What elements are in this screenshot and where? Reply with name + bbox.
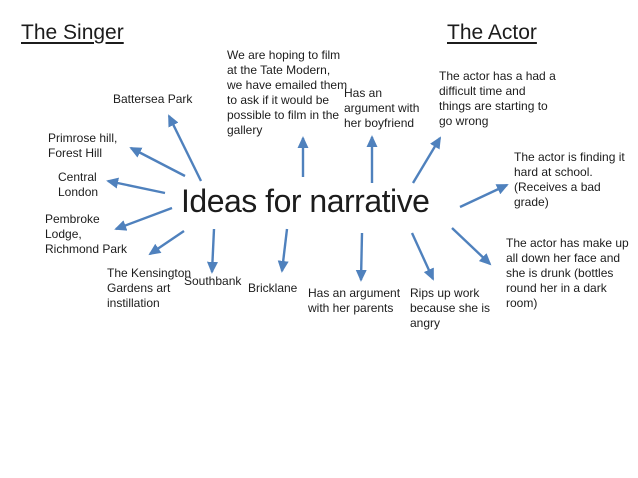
node-hard-at-school: The actor is finding it hard at school. … bbox=[514, 150, 625, 209]
node-difficult-time: The actor has a had a difficult time and… bbox=[439, 69, 556, 128]
arrow-kensington-gardens bbox=[148, 230, 185, 256]
arrow-central-london bbox=[106, 177, 166, 195]
heading-the-actor: The Actor bbox=[447, 21, 537, 44]
node-bricklane: Bricklane bbox=[248, 281, 298, 295]
arrow-makeup-drunk bbox=[451, 227, 492, 266]
arrow-battersea-park bbox=[167, 114, 203, 182]
node-kensington-gardens: The Kensington Gardens art instillation bbox=[107, 266, 192, 310]
node-southbank: Southbank bbox=[184, 274, 242, 288]
arrow-argument-parents bbox=[355, 232, 367, 282]
arrow-difficult-time bbox=[411, 136, 442, 184]
node-argument-parents: Has an argument with her parents bbox=[308, 286, 401, 315]
arrow-hard-at-school bbox=[459, 183, 509, 209]
node-pembroke-lodge: Pembroke Lodge, Richmond Park bbox=[45, 212, 128, 256]
node-primrose-hill: Primrose hill, Forest Hill bbox=[48, 131, 118, 160]
arrow-rips-up-work bbox=[410, 232, 435, 281]
heading-the-singer: The Singer bbox=[21, 21, 124, 44]
node-tate-modern: We are hoping to film at the Tate Modern… bbox=[227, 48, 348, 137]
arrow-bricklane bbox=[277, 228, 289, 273]
node-central-london: Central London bbox=[58, 170, 99, 199]
arrow-primrose-hill bbox=[129, 146, 186, 178]
center-title: Ideas for narrative bbox=[181, 183, 430, 219]
node-makeup-drunk: The actor has make up all down her face … bbox=[506, 236, 629, 310]
node-rips-up-work: Rips up work because she is angry bbox=[410, 286, 491, 330]
arrow-southbank bbox=[206, 228, 218, 274]
node-argument-boyfriend: Has an argument with her boyfriend bbox=[344, 86, 420, 130]
node-battersea-park: Battersea Park bbox=[113, 92, 193, 106]
